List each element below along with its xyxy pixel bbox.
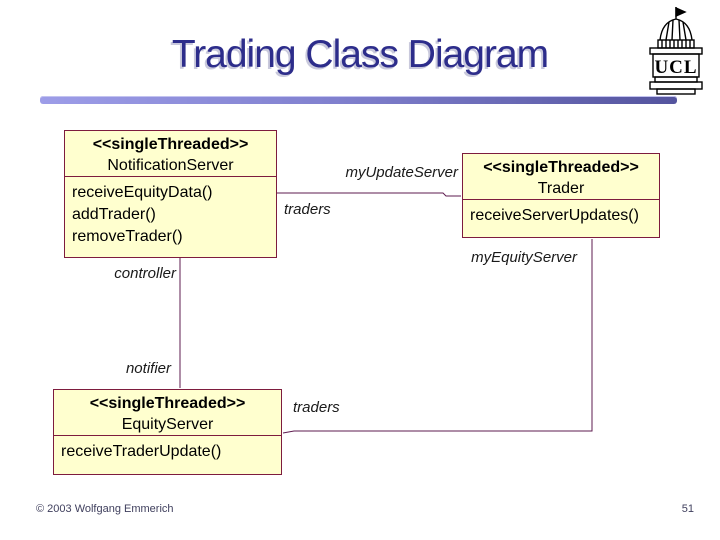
association-notification-trader: [277, 192, 461, 197]
class-operations: receiveEquityData() addTrader() removeTr…: [65, 177, 276, 248]
association-trader-equity: [282, 239, 593, 434]
ucl-logo-text: UCL: [654, 57, 697, 78]
role-label-traders-top: traders: [284, 201, 331, 218]
class-operation: receiveTraderUpdate(): [61, 443, 222, 460]
class-trader: <<singleThreaded>> Trader receiveServerU…: [462, 153, 660, 238]
class-operation: receiveEquityData(): [72, 184, 213, 201]
class-operations: receiveServerUpdates(): [463, 200, 659, 227]
class-operation: receiveServerUpdates(): [470, 207, 639, 224]
class-header: <<singleThreaded>> Trader: [463, 154, 659, 200]
class-operation: removeTrader(): [72, 228, 183, 245]
class-name: EquityServer: [121, 416, 214, 433]
class-header: <<singleThreaded>> NotificationServer: [65, 131, 276, 177]
class-name: Trader: [537, 180, 585, 197]
class-header: <<singleThreaded>> EquityServer: [54, 390, 281, 436]
role-label-my-update-server: myUpdateServer: [345, 164, 458, 181]
role-label-my-equity-server: myEquityServer: [471, 249, 577, 266]
class-stereotype: <<singleThreaded>>: [89, 395, 246, 412]
class-stereotype: <<singleThreaded>>: [483, 159, 639, 176]
footer-copyright: © 2003 Wolfgang Emmerich: [36, 503, 174, 515]
class-operations: receiveTraderUpdate(): [54, 436, 281, 463]
class-notification-server: <<singleThreaded>> NotificationServer re…: [64, 130, 277, 258]
role-label-controller: controller: [114, 265, 176, 282]
ucl-logo-icon: UCL: [649, 6, 703, 95]
class-name: NotificationServer: [107, 157, 234, 174]
role-label-notifier: notifier: [125, 360, 171, 377]
class-operation: addTrader(): [72, 206, 156, 223]
role-label-traders-bottom: traders: [293, 399, 340, 416]
class-equity-server: <<singleThreaded>> EquityServer receiveT…: [53, 389, 282, 475]
class-stereotype: <<singleThreaded>>: [92, 136, 249, 153]
title-underline-bar: [40, 96, 677, 104]
page-number: 51: [681, 503, 694, 515]
slide-title: Trading Class Diagram: [171, 33, 549, 76]
